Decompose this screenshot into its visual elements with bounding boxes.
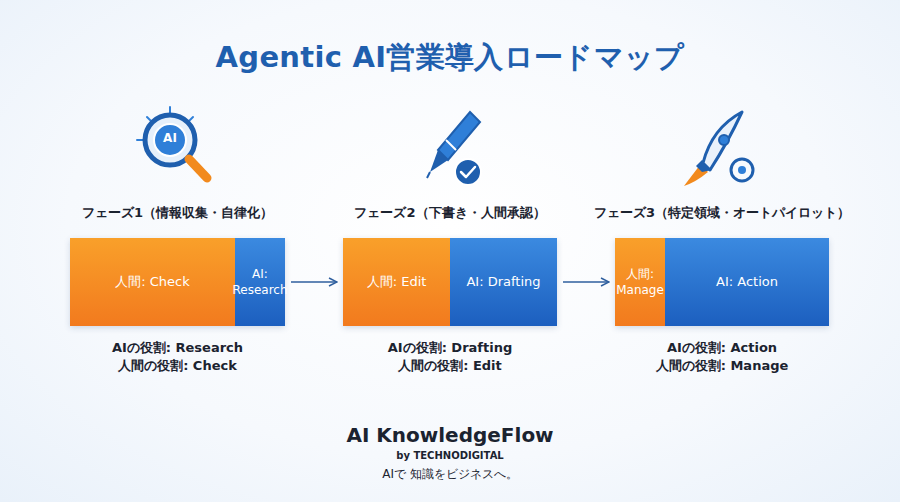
role-notes: AIの役割: Action人間の役割: Manage xyxy=(575,339,869,375)
role-line: AIの役割: Research xyxy=(30,339,325,357)
role-line: AIの役割: Action xyxy=(575,339,869,357)
brand-tagline: AIで 知識をビジネスへ。 xyxy=(250,466,650,483)
pen-body xyxy=(438,112,480,160)
flow-arrow xyxy=(291,281,337,283)
rocket-window xyxy=(719,135,729,145)
human-role-segment: 人間: Edit xyxy=(343,238,450,326)
segment-text: 人間: Manage xyxy=(616,266,664,298)
brand-byline: by TECHNODIGITAL xyxy=(250,450,650,461)
pen-nib xyxy=(430,150,448,172)
check-mark xyxy=(461,167,475,177)
phase-bar: フェーズ3（特定領域・オートパイロット）AIの役割: Action人間の役割: … xyxy=(615,238,829,326)
check-badge xyxy=(455,159,481,185)
rocket-icon xyxy=(684,112,753,186)
role-line: 人間の役割: Edit xyxy=(303,357,597,375)
phase-heading: フェーズ1（情報収集・自律化） xyxy=(10,204,345,222)
segment-text: AI: Drafting xyxy=(466,273,540,291)
lens-handle xyxy=(189,159,207,178)
phase-bar: フェーズ1（情報収集・自律化）AIの役割: Research人間の役割: Che… xyxy=(70,238,285,326)
ai-role-segment: AI: Research xyxy=(235,238,285,326)
role-notes: AIの役割: Research人間の役割: Check xyxy=(30,339,325,375)
phase-heading: フェーズ3（特定領域・オートパイロット） xyxy=(555,204,889,222)
pen-tip xyxy=(427,172,430,178)
target-center xyxy=(738,166,746,174)
role-notes: AIの役割: Drafting人間の役割: Edit xyxy=(303,339,597,375)
role-line: 人間の役割: Check xyxy=(30,357,325,375)
pen-icon xyxy=(427,112,481,185)
pen-band xyxy=(446,140,456,150)
role-line: AIの役割: Drafting xyxy=(303,339,597,357)
flow-arrow xyxy=(563,281,609,283)
segment-text: AI: Action xyxy=(716,273,778,291)
ai-role-segment: AI: Action xyxy=(665,238,829,326)
phase-heading: フェーズ2（下書き・人間承認） xyxy=(283,204,617,222)
role-line: 人間の役割: Manage xyxy=(575,357,869,375)
target-ring xyxy=(731,159,753,181)
magnifier-icon xyxy=(137,107,207,178)
human-role-segment: 人間: Manage xyxy=(615,238,665,326)
diagram-title: Agentic AI営業導入ロードマップ xyxy=(0,38,900,78)
icon-text: AI xyxy=(150,131,190,145)
phase-bar: フェーズ2（下書き・人間承認）AIの役割: Drafting人間の役割: Edi… xyxy=(343,238,557,326)
segment-text: AI: Research xyxy=(232,266,287,298)
segment-text: 人間: Check xyxy=(115,273,190,291)
brand-name: AI KnowledgeFlow xyxy=(250,423,650,447)
ai-role-segment: AI: Drafting xyxy=(450,238,557,326)
human-role-segment: 人間: Check xyxy=(70,238,235,326)
segment-text: 人間: Edit xyxy=(367,273,427,291)
